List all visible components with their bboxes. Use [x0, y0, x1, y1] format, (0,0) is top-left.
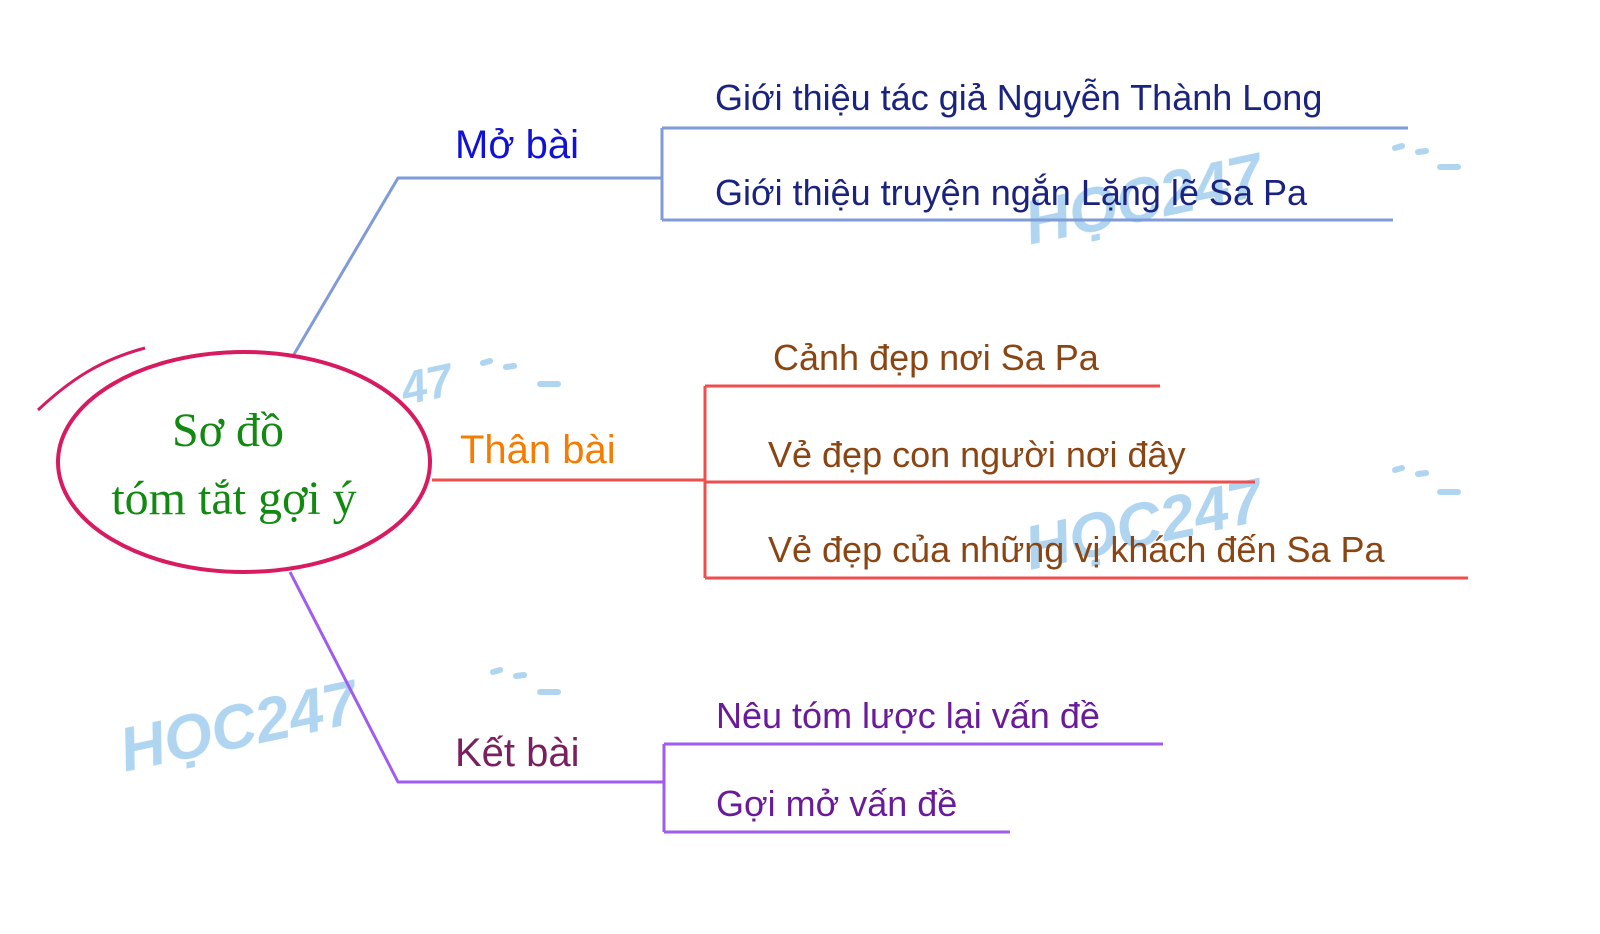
leaf-item: Nêu tóm lược lại vấn đề: [716, 695, 1100, 736]
center-ellipse: [56, 350, 432, 574]
leaf-item: Giới thiệu truyện ngắn Lặng lẽ Sa Pa: [715, 172, 1308, 213]
leaf-item: Cảnh đẹp nơi Sa Pa: [773, 337, 1100, 378]
leaf-item: Giới thiệu tác giả Nguyễn Thành Long: [715, 77, 1322, 118]
center-title-line1: Sơ đồ: [172, 404, 284, 457]
leaf-item: Gợi mở vấn đề: [716, 783, 957, 824]
branch-label-mo-bai: Mở bài: [455, 123, 579, 167]
leaf-item: Vẻ đẹp con người nơi đây: [768, 434, 1186, 475]
center-ellipse-tail: [36, 346, 146, 412]
connectors: [288, 126, 1468, 834]
branch-label-ket-bai: Kết bài: [455, 731, 580, 775]
watermark-text: HỌC247: [114, 668, 367, 786]
branch-label-than-bai: Thân bài: [460, 428, 616, 472]
connector-ket-bai: [288, 571, 664, 784]
connector-mo-bai: [291, 176, 662, 357]
watermark-dashes: [480, 143, 1461, 695]
center-title-line2: tóm tắt gợi ý: [111, 472, 356, 525]
watermark: HỌC247: [114, 668, 367, 786]
center-node: Sơ đồ tóm tắt gợi ý: [36, 346, 432, 574]
leaf-item: Vẻ đẹp của những vị khách đến Sa Pa: [768, 529, 1386, 570]
